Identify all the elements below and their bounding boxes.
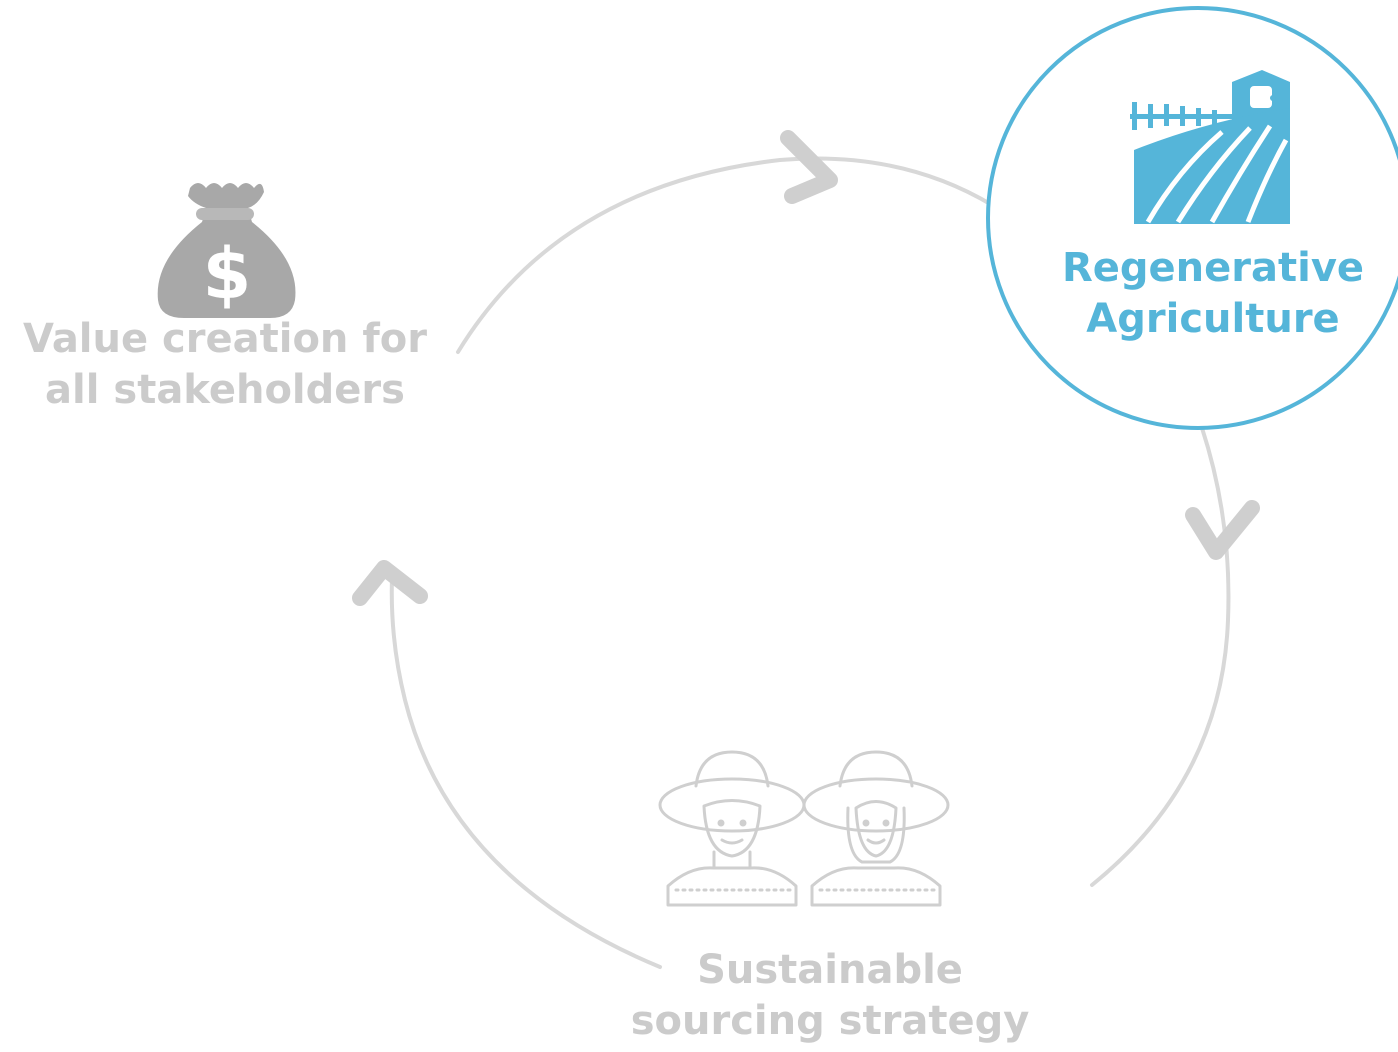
- cycle-arc-right: [1090, 426, 1231, 887]
- arrow-up-icon: [352, 560, 428, 606]
- node-label-line: sourcing strategy: [630, 997, 1030, 1044]
- node-label-value-creation: Value creation for all stakeholders: [0, 314, 450, 416]
- svg-text:$: $: [203, 233, 252, 315]
- arrow-right-icon: [780, 130, 838, 204]
- money-bag-icon: $: [157, 183, 296, 318]
- node-label-regenerative-agriculture: Regenerative Agriculture: [1018, 243, 1398, 345]
- arrow-down-icon: [1185, 500, 1260, 560]
- farm-field-icon: [1130, 70, 1290, 224]
- node-label-line: all stakeholders: [45, 366, 405, 413]
- node-label-line: Sustainable: [697, 947, 963, 993]
- node-label-line: Value creation for: [23, 316, 427, 362]
- cycle-arc-top: [456, 156, 994, 354]
- node-label-line: Agriculture: [1086, 295, 1340, 342]
- farmers-icon: [658, 750, 950, 907]
- node-label-line: Regenerative: [1061, 245, 1365, 291]
- cycle-arc-left: [389, 576, 662, 969]
- node-label-sustainable-sourcing: Sustainable sourcing strategy: [580, 945, 1080, 1047]
